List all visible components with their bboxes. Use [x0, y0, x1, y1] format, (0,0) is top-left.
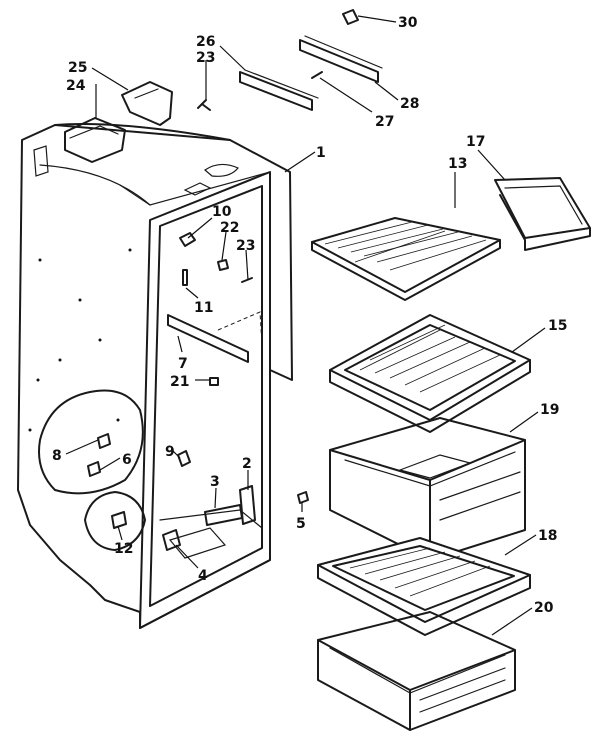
callout-28: 28: [400, 96, 419, 112]
callout-8: 8: [52, 448, 62, 464]
callout-19: 19: [540, 402, 559, 418]
callout-13: 13: [448, 156, 467, 172]
callout-6: 6: [122, 452, 132, 468]
callout-23-upper: 23: [196, 50, 215, 66]
callout-3: 3: [210, 474, 220, 490]
callout-5: 5: [296, 516, 306, 532]
callout-27: 27: [375, 114, 394, 130]
refrigerator-liner: [17, 123, 309, 629]
leader-lines: [65, 15, 546, 636]
callout-12: 12: [114, 541, 133, 557]
callout-4: 4: [198, 568, 208, 584]
callout-9: 9: [165, 444, 175, 460]
callout-30: 30: [398, 15, 418, 31]
callout-25: 25: [68, 60, 87, 76]
callout-20: 20: [534, 600, 554, 616]
shelves-and-bins: [311, 177, 591, 731]
upper-hardware: [64, 9, 383, 163]
callout-1: 1: [316, 145, 326, 161]
callout-15: 15: [548, 318, 567, 334]
callout-26: 26: [196, 34, 215, 50]
callout-10: 10: [212, 204, 232, 220]
callout-18: 18: [538, 528, 557, 544]
callout-24: 24: [66, 78, 86, 94]
callout-11: 11: [194, 300, 213, 316]
callout-7: 7: [178, 356, 188, 372]
callout-22: 22: [220, 220, 239, 236]
callout-2: 2: [242, 456, 252, 472]
callout-21: 21: [170, 374, 189, 390]
part-callouts: 1 2 3 4 5 6 7 8 9 10 11 12 13 15 17 18 1…: [52, 15, 567, 616]
callout-23-lower: 23: [236, 238, 255, 254]
callout-17: 17: [466, 134, 485, 150]
